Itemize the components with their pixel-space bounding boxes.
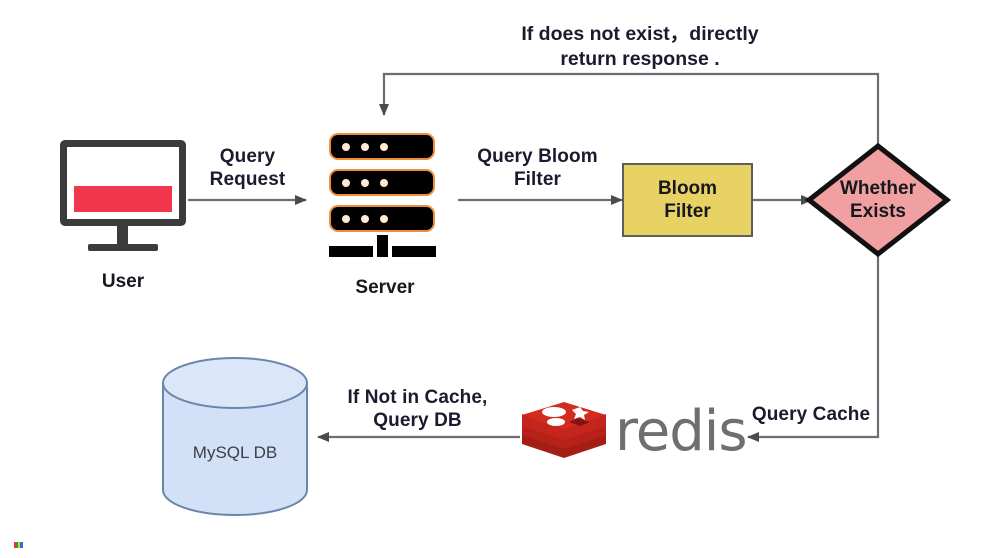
edge-label-query-request: Query Request — [209, 146, 286, 190]
whether-exists-diamond[interactable] — [804, 142, 952, 258]
server-base-center — [377, 246, 388, 257]
edge-label-query-bloom-filter: Query Bloom Filter — [477, 146, 598, 190]
user-monitor-icon[interactable] — [60, 140, 186, 251]
whether-exists-label: Whether Exists — [840, 178, 916, 222]
server-stack-icon[interactable] — [329, 133, 441, 257]
redis-mark-icon — [522, 402, 606, 458]
server-base-right — [392, 246, 436, 257]
mysql-db-cylinder[interactable] — [162, 357, 308, 516]
bloom-filter-node[interactable] — [622, 163, 753, 237]
server-label: Server — [355, 277, 415, 298]
monitor-screen — [60, 140, 186, 226]
monitor-stand-base — [88, 244, 158, 251]
edge-label-if-not-in-cache: If Not in Cache, Query DB — [347, 387, 488, 431]
server-led — [380, 142, 388, 151]
server-led — [342, 142, 350, 151]
edge-label-query-cache: Query Cache — [751, 404, 871, 425]
user-label: User — [101, 271, 145, 292]
bloom-filter-label: Bloom Filter — [657, 178, 718, 222]
server-unit-3 — [329, 205, 435, 232]
edge-label-return-response: If does not exist，directly return respon… — [521, 23, 759, 70]
server-led — [380, 178, 388, 187]
server-base-left — [329, 246, 373, 257]
server-led — [361, 142, 369, 151]
server-led — [361, 178, 369, 187]
edge-return-response — [379, 72, 880, 158]
server-led — [342, 178, 350, 187]
server-led — [380, 214, 388, 223]
redis-wordmark: redis — [615, 399, 748, 464]
redis-logo[interactable]: redis — [513, 395, 748, 475]
server-stem — [377, 235, 388, 249]
corner-color-marker — [14, 542, 23, 548]
server-unit-2 — [329, 169, 435, 196]
edge-query-cache — [747, 243, 880, 442]
server-led — [342, 214, 350, 223]
mysql-db-label: MySQL DB — [192, 443, 278, 462]
monitor-color-band — [74, 186, 172, 212]
server-unit-1 — [329, 133, 435, 160]
monitor-stand-neck — [117, 226, 128, 246]
server-led — [361, 214, 369, 223]
